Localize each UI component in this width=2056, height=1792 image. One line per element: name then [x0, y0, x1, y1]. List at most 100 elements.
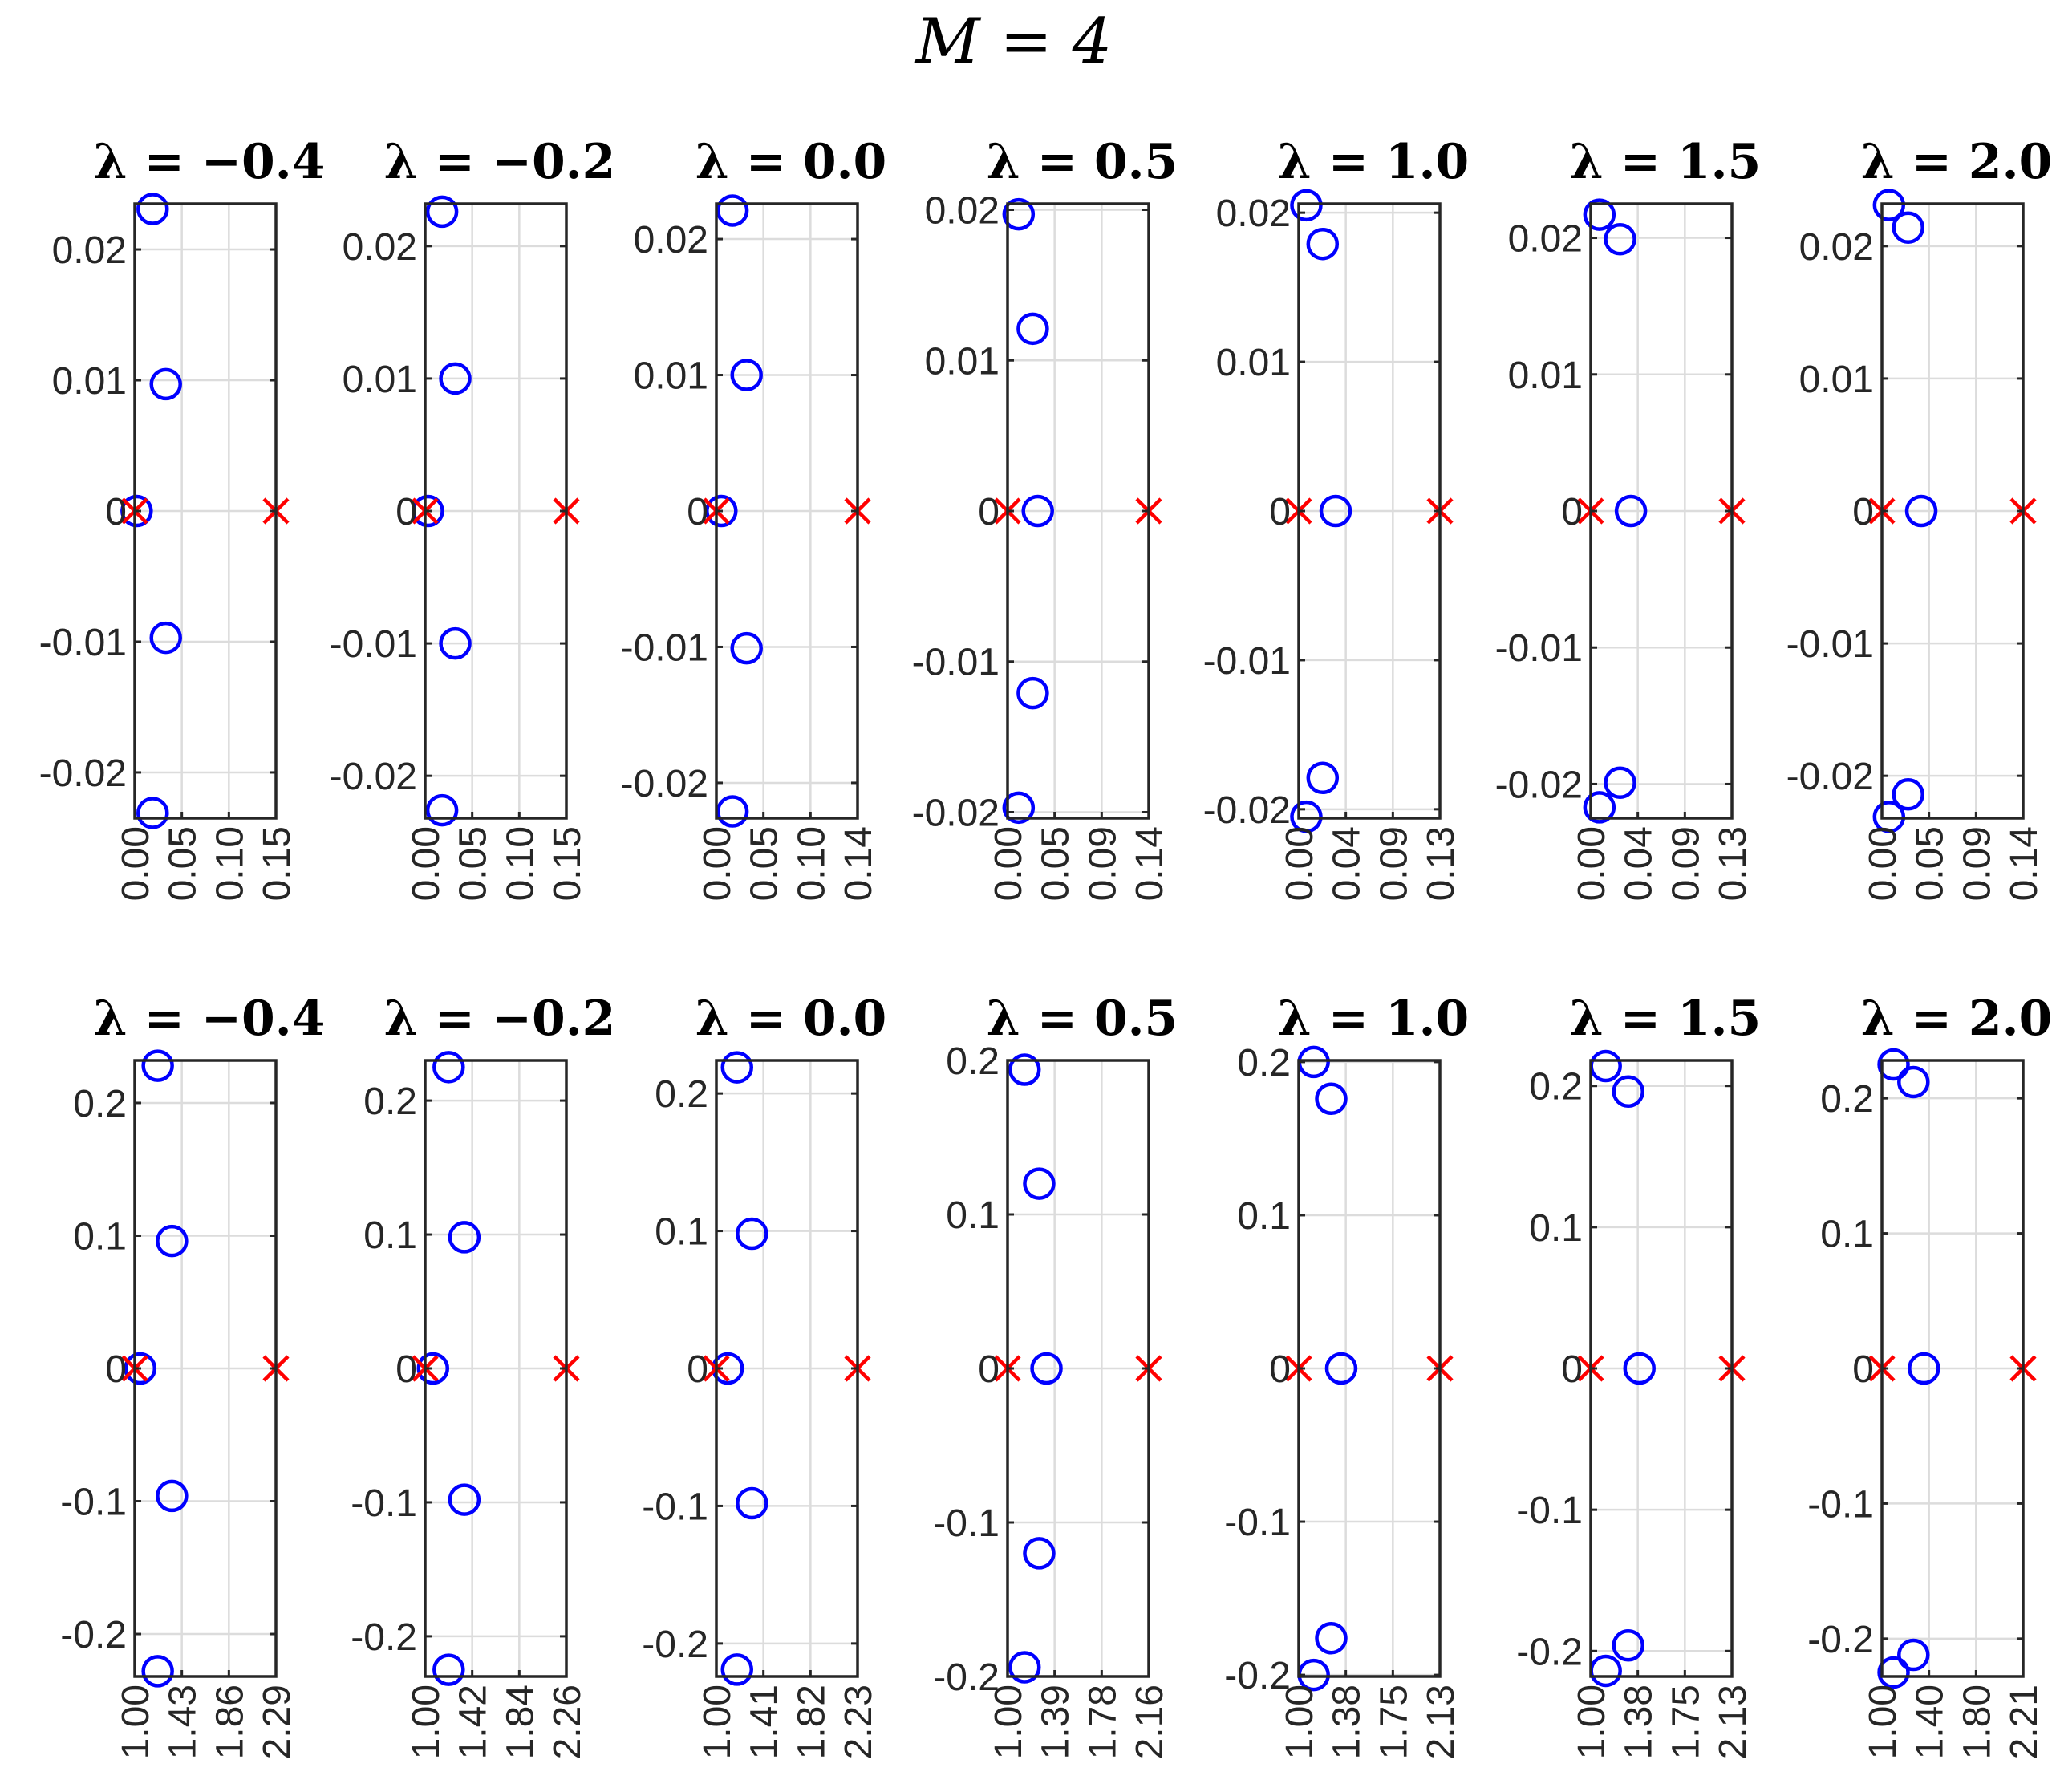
x-tick-label: 0.15	[546, 826, 589, 901]
subplot-title: λ = 0.0	[695, 134, 887, 190]
x-tick-label: 1.78	[1081, 1685, 1124, 1759]
zero-marker	[1319, 494, 1352, 528]
zero-marker	[1315, 1082, 1348, 1116]
zero-marker	[1589, 1654, 1622, 1688]
y-tick-label: 0.01	[52, 360, 127, 403]
x-tick-label: 0.14	[1129, 826, 1171, 901]
y-tick-label: 0.2	[73, 1083, 127, 1125]
x-tick-label: 2.26	[546, 1685, 589, 1759]
x-tick-label: 1.38	[1618, 1685, 1661, 1759]
zero-marker	[416, 1352, 450, 1385]
zero-marker	[720, 1653, 754, 1686]
y-tick-label: 0.1	[1529, 1207, 1583, 1250]
x-tick-label: 0.05	[1909, 826, 1952, 901]
zero-marker	[1623, 1352, 1656, 1385]
subplot-title: λ = 1.0	[1278, 991, 1470, 1047]
subplot-title: λ = 0.5	[987, 134, 1178, 190]
x-tick-label: 1.00	[1279, 1685, 1321, 1759]
x-tick-label: 0.00	[115, 826, 157, 901]
y-tick-label: -0.02	[1495, 764, 1583, 806]
x-tick-label: 1.75	[1665, 1685, 1707, 1759]
x-tick-label: 0.00	[1862, 826, 1904, 901]
y-tick-label: -0.2	[642, 1624, 708, 1666]
x-tick-label: 0.09	[1956, 826, 1998, 901]
x-tick-label: 0.09	[1081, 826, 1124, 901]
x-tick-label: 1.00	[1571, 1685, 1613, 1759]
y-tick-label: -0.01	[1203, 640, 1291, 683]
zero-marker	[1904, 494, 1938, 528]
subplot-title: λ = −0.2	[384, 991, 616, 1047]
y-tick-label: 0.2	[1237, 1042, 1291, 1085]
y-tick-label: 0.1	[1820, 1214, 1874, 1256]
y-tick-label: 0.02	[1508, 218, 1583, 261]
y-tick-label: -0.2	[1807, 1619, 1874, 1661]
zero-marker	[716, 795, 749, 828]
subplot-title: λ = 2.0	[1861, 134, 2053, 190]
x-tick-label: 1.39	[1035, 1685, 1077, 1759]
zero-marker	[705, 494, 738, 528]
y-tick-label: -0.02	[39, 752, 127, 795]
zero-marker	[1008, 1651, 1041, 1684]
zero-marker	[720, 1051, 754, 1084]
zero-marker	[1315, 1621, 1348, 1655]
x-tick-label: 2.13	[1420, 1685, 1462, 1759]
zero-marker	[1306, 761, 1340, 795]
y-tick-label: -0.01	[1495, 627, 1583, 670]
x-tick-label: 0.05	[452, 826, 495, 901]
x-tick-label: 1.41	[744, 1685, 786, 1759]
zero-marker	[1897, 1065, 1930, 1099]
zero-marker	[1892, 778, 1924, 811]
x-tick-label: 0.05	[1035, 826, 1077, 901]
y-tick-label: 0.1	[1237, 1195, 1291, 1238]
zero-marker	[1908, 1352, 1940, 1385]
zero-marker	[1290, 800, 1323, 833]
y-tick-label: -0.01	[1786, 623, 1874, 666]
x-tick-label: 0.10	[209, 826, 251, 901]
subplot-title: λ = 0.5	[987, 991, 1178, 1047]
x-tick-label: 1.00	[115, 1685, 157, 1759]
zero-marker	[1324, 1352, 1358, 1385]
x-tick-label: 1.00	[696, 1685, 739, 1759]
y-tick-label: 0	[1561, 1348, 1583, 1391]
zero-marker	[156, 1224, 189, 1258]
y-tick-label: 0.2	[946, 1040, 1000, 1083]
zero-marker	[716, 194, 749, 227]
x-tick-label: 0.00	[405, 826, 448, 901]
zero-marker	[439, 362, 472, 395]
y-tick-label: 0	[1269, 491, 1291, 533]
subplot-title: λ = 1.0	[1278, 134, 1470, 190]
y-tick-label: 0	[395, 1348, 417, 1391]
zero-marker	[1897, 1638, 1930, 1672]
zero-marker	[1023, 1167, 1056, 1200]
zero-marker	[412, 494, 444, 528]
zero-marker	[432, 1653, 465, 1686]
zero-marker	[1612, 1628, 1644, 1662]
y-tick-label: 0.2	[1529, 1066, 1583, 1109]
y-tick-label: 0.2	[655, 1073, 708, 1116]
figure-title: M = 4	[914, 6, 1112, 78]
y-tick-label: -0.1	[642, 1486, 708, 1528]
y-tick-label: -0.01	[912, 642, 1000, 684]
zero-marker	[1612, 1075, 1644, 1109]
x-tick-label: 0.05	[162, 826, 205, 901]
y-tick-label: 0	[1561, 491, 1583, 533]
zero-marker	[1016, 312, 1049, 346]
zero-marker	[736, 1486, 768, 1520]
x-tick-label: 0.04	[1618, 826, 1661, 901]
y-tick-label: 0	[978, 491, 1000, 533]
subplot-title: λ = 0.0	[695, 991, 887, 1047]
x-tick-label: 0.10	[499, 826, 541, 901]
y-tick-label: -0.02	[330, 756, 417, 798]
x-tick-label: 2.23	[837, 1685, 880, 1759]
zero-marker	[736, 1217, 768, 1251]
x-tick-label: 0.10	[790, 826, 833, 901]
zero-marker	[1877, 1048, 1910, 1081]
x-tick-label: 0.13	[1420, 826, 1462, 901]
